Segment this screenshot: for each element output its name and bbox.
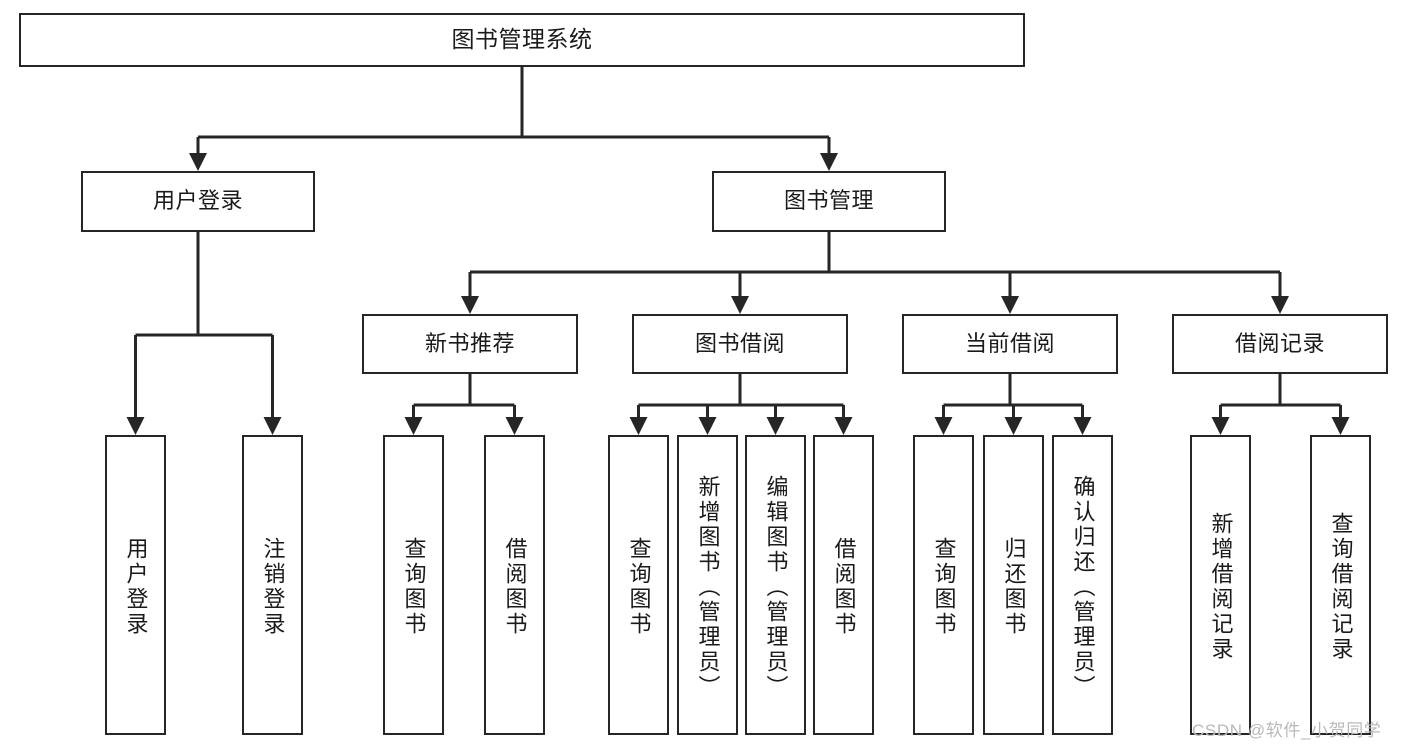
node-label-leaf_rec_1: 查询借阅记录 (1328, 512, 1354, 662)
node-label-leaf_login_0: 用户登录 (123, 537, 149, 637)
node-label-leaf_cur_0: 查询图书 (931, 537, 957, 637)
node-l2_3: 借阅记录 (1172, 314, 1388, 374)
node-label-root: 图书管理系统 (451, 26, 593, 53)
node-label-leaf_borrow_1: 新增图书（管理员） (695, 474, 721, 700)
node-leaf_borrow_2: 编辑图书（管理员） (745, 435, 806, 735)
node-leaf_borrow_0: 查询图书 (608, 435, 669, 735)
node-l1_1: 图书管理 (712, 171, 946, 232)
node-leaf_cur_0: 查询图书 (913, 435, 974, 735)
node-root: 图书管理系统 (19, 13, 1025, 67)
node-label-leaf_login_1: 注销登录 (260, 537, 286, 637)
node-label-leaf_cur_2: 确认归还（管理员） (1070, 474, 1096, 700)
node-l2_2: 当前借阅 (902, 314, 1118, 374)
node-l1_0: 用户登录 (81, 171, 315, 232)
node-label-leaf_rec_0: 新增借阅记录 (1208, 512, 1234, 662)
node-l2_1: 图书借阅 (632, 314, 848, 374)
node-leaf_login_0: 用户登录 (105, 435, 166, 735)
node-label-l2_1: 图书借阅 (694, 330, 785, 356)
node-label-l1_1: 图书管理 (783, 188, 874, 214)
node-label-l2_2: 当前借阅 (964, 330, 1055, 356)
node-label-l2_3: 借阅记录 (1234, 330, 1325, 356)
node-leaf_login_1: 注销登录 (242, 435, 303, 735)
node-label-l2_0: 新书推荐 (424, 330, 515, 356)
node-l2_0: 新书推荐 (362, 314, 578, 374)
node-leaf_rec_1: 查询借阅记录 (1310, 435, 1371, 735)
node-label-leaf_cur_1: 归还图书 (1001, 537, 1027, 637)
node-label-leaf_borrow_3: 借阅图书 (831, 537, 857, 637)
node-leaf_cur_1: 归还图书 (983, 435, 1044, 735)
node-leaf_cur_2: 确认归还（管理员） (1052, 435, 1113, 735)
node-label-l1_0: 用户登录 (152, 188, 243, 214)
node-leaf_rec_0: 新增借阅记录 (1190, 435, 1251, 735)
node-label-leaf_borrow_2: 编辑图书（管理员） (763, 474, 789, 700)
node-leaf_new_0: 查询图书 (383, 435, 444, 735)
node-leaf_borrow_3: 借阅图书 (813, 435, 874, 735)
watermark-label: CSDN @软件_小贺同学 (1192, 721, 1382, 740)
node-leaf_borrow_1: 新增图书（管理员） (677, 435, 738, 735)
node-label-leaf_borrow_0: 查询图书 (626, 537, 652, 637)
node-label-leaf_new_1: 借阅图书 (502, 537, 528, 637)
node-label-leaf_new_0: 查询图书 (401, 537, 427, 637)
node-leaf_new_1: 借阅图书 (484, 435, 545, 735)
